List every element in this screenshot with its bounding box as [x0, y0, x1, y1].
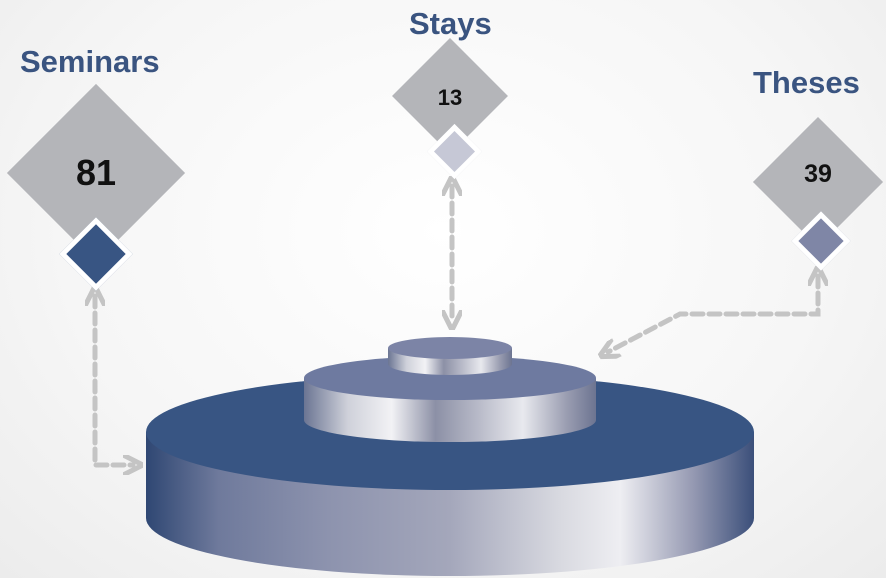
- connector-seminars: [95, 296, 133, 465]
- middle-tier: [304, 356, 596, 442]
- theses-label: Theses: [753, 65, 860, 100]
- stays-label: Stays: [409, 6, 492, 41]
- theses-value: 39: [804, 160, 832, 188]
- seminars-label: Seminars: [20, 44, 160, 79]
- top-tier: [388, 337, 512, 375]
- seminars-value: 81: [75, 152, 117, 193]
- stays-value: 13: [437, 85, 463, 110]
- base-disc: [146, 374, 754, 576]
- connector-theses: [608, 276, 818, 352]
